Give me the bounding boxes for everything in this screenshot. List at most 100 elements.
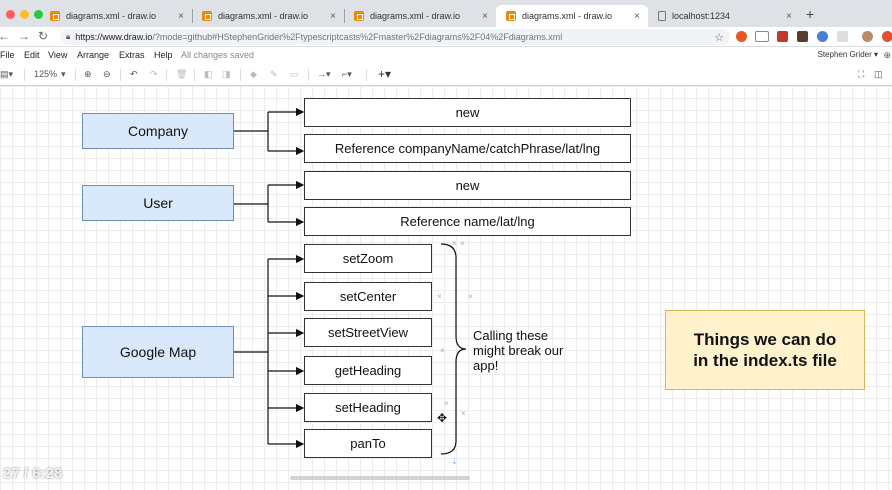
menu-extras[interactable]: Extras <box>119 50 145 60</box>
method-set-heading[interactable]: setHeading <box>304 393 432 422</box>
tab-close-icon[interactable]: × <box>330 10 336 22</box>
profile-avatar-icon[interactable] <box>862 31 873 42</box>
extension-icon[interactable] <box>837 31 848 42</box>
browser-tab[interactable]: localhost:1234 × <box>648 5 800 27</box>
svg-text:⇣: ⇣ <box>451 457 458 466</box>
forward-arrow-icon[interactable]: → <box>18 29 30 43</box>
delete-icon[interactable]: 🗑︎ <box>176 69 188 79</box>
menu-help[interactable]: Help <box>154 50 173 60</box>
bookmark-star-icon[interactable]: ☆ <box>714 31 724 44</box>
svg-text:×: × <box>461 409 466 418</box>
tab-close-icon[interactable]: × <box>786 10 792 22</box>
toolbar-divider <box>120 69 121 81</box>
selection-handles: ×× ×× × ×× ⇣ <box>437 239 473 466</box>
note-line: app! <box>473 358 499 373</box>
maximize-window-icon[interactable] <box>34 10 43 19</box>
fill-color-icon[interactable]: ◆ <box>250 69 257 79</box>
shadow-icon[interactable]: ▭ <box>290 69 299 79</box>
format-panel-icon[interactable]: ▤▾ <box>0 69 14 79</box>
method-set-center[interactable]: setCenter <box>304 282 432 311</box>
drawio-icon <box>354 11 364 21</box>
zoom-in-icon[interactable]: ⊕ <box>84 69 92 79</box>
note-line: Calling these <box>473 328 549 343</box>
extension-icon[interactable] <box>736 31 747 42</box>
app-menu-bar: File Edit View Arrange Extras Help All c… <box>0 47 892 64</box>
browser-tab-active[interactable]: diagrams.xml - draw.io × <box>496 5 648 27</box>
toolbar-divider <box>75 69 76 81</box>
extension-icon[interactable] <box>817 31 828 42</box>
chevron-down-icon[interactable]: ▾ <box>61 69 66 79</box>
company-reference-box[interactable]: Reference companyName/catchPhrase/lat/ln… <box>304 134 631 163</box>
tab-close-icon[interactable]: × <box>482 10 488 22</box>
extension-icon[interactable] <box>777 31 788 42</box>
sticky-note[interactable]: Things we can do in the index.ts file <box>665 310 865 390</box>
method-pan-to[interactable]: panTo <box>304 429 432 458</box>
svg-text:×: × <box>437 292 442 301</box>
entity-user[interactable]: User <box>82 185 234 221</box>
video-progress-bar[interactable] <box>290 476 470 480</box>
zoom-select[interactable]: 125% <box>34 69 58 79</box>
move-cursor-icon: ✥ <box>437 411 448 425</box>
diagram-canvas[interactable]: ×× ×× × ×× ⇣ Company User Google Map new… <box>0 86 892 490</box>
extension-icon[interactable] <box>797 31 808 42</box>
waypoints-icon[interactable]: ⌐▾ <box>342 69 352 79</box>
zoom-out-icon[interactable]: ⊖ <box>103 69 111 79</box>
method-set-street-view[interactable]: setStreetView <box>304 318 432 347</box>
menu-file[interactable]: File <box>0 50 15 60</box>
insert-icon[interactable]: +▾ <box>378 67 392 81</box>
drawio-icon <box>202 11 212 21</box>
redo-icon[interactable]: ↷ <box>150 69 158 79</box>
globe-icon[interactable]: ⊕ <box>883 50 891 60</box>
lock-icon: 🔒︎ <box>66 32 71 41</box>
new-tab-button[interactable]: + <box>806 6 815 22</box>
back-arrow-icon[interactable]: ← <box>0 29 10 43</box>
save-status: All changes saved <box>181 50 255 60</box>
connection-icon[interactable]: →▾ <box>317 69 331 79</box>
to-front-icon[interactable]: ◧ <box>204 69 213 79</box>
line-color-icon[interactable]: ✎ <box>270 69 278 79</box>
method-set-zoom[interactable]: setZoom <box>304 244 432 273</box>
address-bar: ← → ↻ 🔒︎ https://www.draw.io /?mode=gith… <box>0 27 892 47</box>
browser-tab-bar: diagrams.xml - draw.io × diagrams.xml - … <box>0 0 892 27</box>
tab-title: diagrams.xml - draw.io <box>66 11 157 21</box>
undo-icon[interactable]: ↶ <box>130 69 138 79</box>
extension-icon[interactable] <box>882 31 892 42</box>
browser-tab[interactable]: diagrams.xml - draw.io × <box>344 5 496 27</box>
note-line: might break our <box>473 343 564 358</box>
tab-close-icon[interactable]: × <box>634 10 640 22</box>
menu-edit[interactable]: Edit <box>24 50 40 60</box>
toolbar-divider <box>308 69 309 81</box>
sticky-line: Things we can do <box>693 330 837 349</box>
url-path: /?mode=github#HStephenGrider%2Ftypescrip… <box>152 32 563 42</box>
menu-view[interactable]: View <box>48 50 68 60</box>
fullscreen-icon[interactable]: ⛶ <box>858 69 865 79</box>
minimize-window-icon[interactable] <box>20 10 29 19</box>
reload-icon[interactable]: ↻ <box>38 29 49 43</box>
tab-close-icon[interactable]: × <box>178 10 184 22</box>
page-icon <box>658 11 666 21</box>
method-get-heading[interactable]: getHeading <box>304 356 432 385</box>
app-toolbar: ▤▾ 125% ▾ ⊕ ⊖ ↶ ↷ 🗑︎ ◧ ◨ ◆ ✎ ▭ →▾ ⌐▾ +▾ … <box>0 64 892 86</box>
menu-arrange[interactable]: Arrange <box>77 50 110 60</box>
tab-divider <box>192 9 193 23</box>
brace-note[interactable]: Calling these might break our app! <box>473 328 603 373</box>
close-window-icon[interactable] <box>6 10 15 19</box>
panel-toggle-icon[interactable]: ◫ <box>874 69 883 79</box>
tab-title: localhost:1234 <box>672 11 731 21</box>
entity-company[interactable]: Company <box>82 113 234 149</box>
video-timestamp: 27 / 6:28 <box>3 465 63 482</box>
entity-google-map[interactable]: Google Map <box>82 326 234 378</box>
user-reference-box[interactable]: Reference name/lat/lng <box>304 207 631 236</box>
url-host: https://www.draw.io <box>75 32 153 42</box>
browser-tab[interactable]: diagrams.xml - draw.io × <box>192 5 345 27</box>
url-field[interactable]: 🔒︎ https://www.draw.io /?mode=github#HSt… <box>60 29 730 45</box>
toolbar-divider <box>366 69 367 81</box>
user-new-box[interactable]: new <box>304 171 631 200</box>
extension-css-icon[interactable] <box>755 31 769 42</box>
drawio-icon <box>506 11 516 21</box>
user-menu[interactable]: Stephen Grider ▾ <box>817 50 879 59</box>
company-new-box[interactable]: new <box>304 98 631 127</box>
to-back-icon[interactable]: ◨ <box>222 69 231 79</box>
browser-tab[interactable]: diagrams.xml - draw.io × <box>40 5 193 27</box>
tab-title: diagrams.xml - draw.io <box>522 11 613 21</box>
